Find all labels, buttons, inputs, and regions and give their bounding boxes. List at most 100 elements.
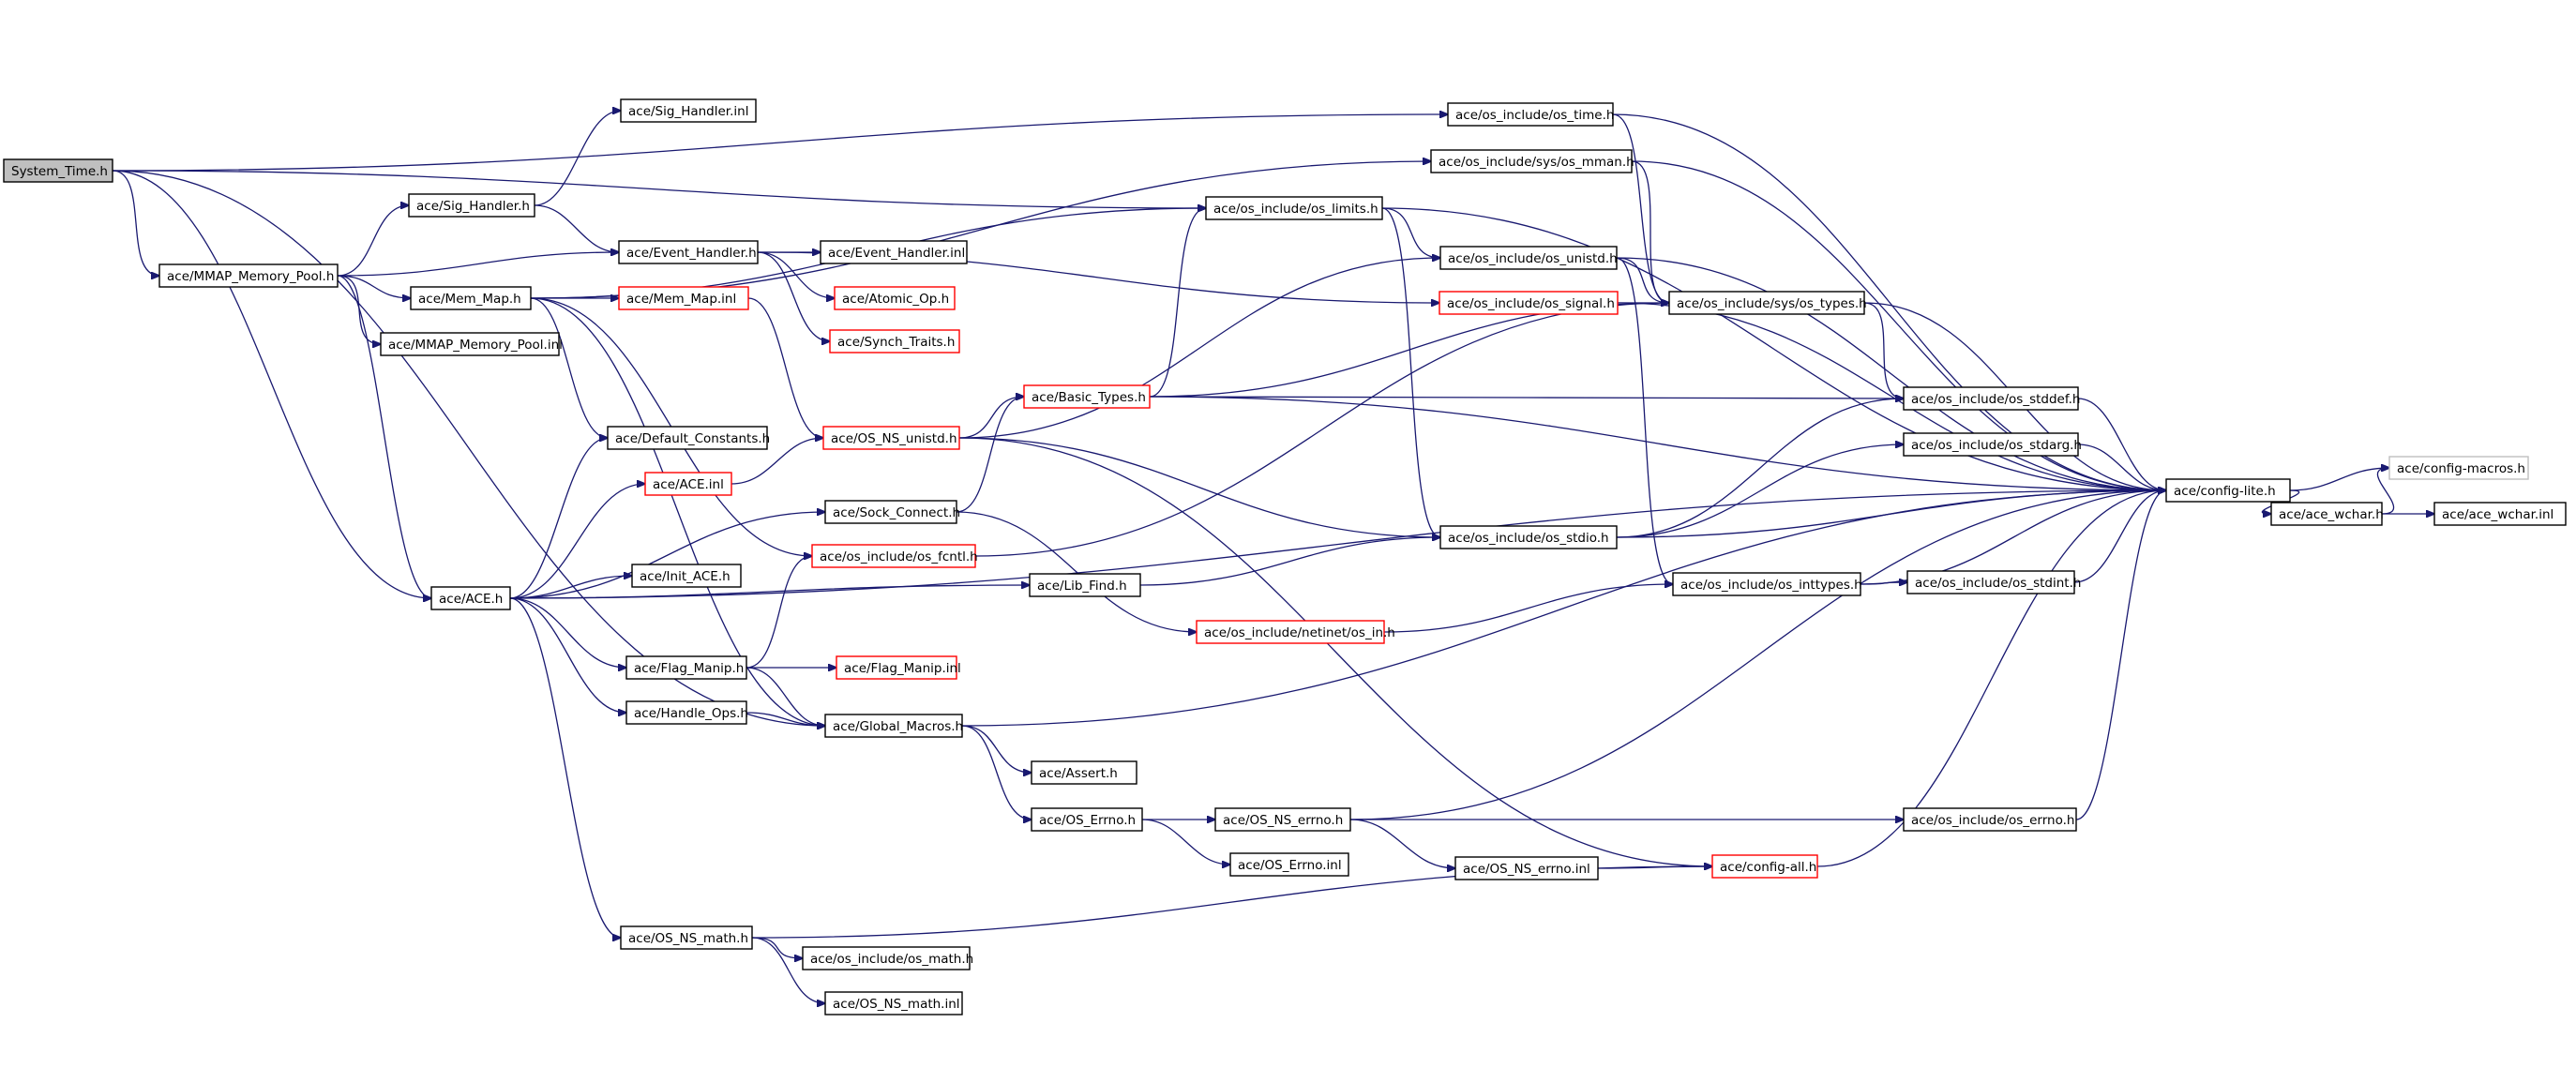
node-config-lite[interactable]: ace/config-lite.h	[2165, 478, 2291, 503]
node-box[interactable]	[158, 263, 339, 288]
node-box[interactable]	[824, 500, 957, 524]
node-box[interactable]	[430, 586, 511, 610]
node-event-handler-inl[interactable]: ace/Event_Handler.inl	[820, 240, 968, 264]
node-box[interactable]	[824, 714, 963, 738]
node-box[interactable]	[380, 332, 560, 356]
node-box[interactable]	[2433, 502, 2567, 526]
node-lib-find[interactable]: ace/Lib_Find.h	[1029, 573, 1141, 597]
node-mem-map-inl[interactable]: ace/Mem_Map.inl	[618, 286, 749, 310]
node-box[interactable]	[625, 655, 747, 680]
node-box[interactable]	[1906, 570, 2075, 594]
node-init-ace[interactable]: ace/Init_ACE.h	[631, 564, 742, 588]
node-os-stdarg[interactable]: ace/os_include/os_stdarg.h	[1903, 432, 2082, 457]
node-ace-wchar[interactable]: ace/ace_wchar.h	[2270, 502, 2384, 526]
node-os-ns-unistd[interactable]: ace/OS_NS_unistd.h	[822, 426, 960, 450]
node-box[interactable]	[618, 286, 749, 310]
node-os-stdint[interactable]: ace/os_include/os_stdint.h	[1906, 570, 2081, 594]
node-box[interactable]	[802, 946, 971, 970]
node-os-ns-math[interactable]: ace/OS_NS_math.h	[620, 925, 753, 950]
node-box[interactable]	[1196, 620, 1385, 644]
node-box[interactable]	[410, 286, 532, 310]
node-ace-wchar-inl[interactable]: ace/ace_wchar.inl	[2433, 502, 2567, 526]
node-box[interactable]	[1903, 432, 2079, 457]
node-system-time[interactable]: System_Time.h	[3, 158, 113, 183]
node-box[interactable]	[822, 426, 960, 450]
node-os-signal[interactable]: ace/os_include/os_signal.h	[1439, 291, 1619, 315]
node-os-errno-inl[interactable]: ace/OS_Errno.inl	[1229, 852, 1349, 877]
node-box[interactable]	[644, 472, 732, 496]
node-handle-ops[interactable]: ace/Handle_Ops.h	[625, 700, 748, 725]
node-mmap-pool[interactable]: ace/MMAP_Memory_Pool.h	[158, 263, 339, 288]
node-box[interactable]	[3, 158, 113, 183]
node-mmap-pool-inl[interactable]: ace/MMAP_Memory_Pool.inl	[380, 332, 563, 356]
node-basic-types[interactable]: ace/Basic_Types.h	[1023, 384, 1151, 409]
node-box[interactable]	[618, 240, 759, 264]
node-box[interactable]	[1430, 149, 1633, 173]
node-box[interactable]	[1668, 291, 1865, 315]
node-box[interactable]	[820, 240, 968, 264]
node-box[interactable]	[625, 700, 747, 725]
node-os-errno-h[interactable]: ace/os_include/os_errno.h	[1903, 807, 2077, 832]
node-sig-handler-inl[interactable]: ace/Sig_Handler.inl	[620, 98, 757, 123]
node-box[interactable]	[620, 98, 757, 123]
node-config-all[interactable]: ace/config-all.h	[1711, 854, 1818, 879]
node-box[interactable]	[1229, 852, 1349, 877]
node-os-fcntl[interactable]: ace/os_include/os_fcntl.h	[811, 544, 978, 568]
node-flag-manip[interactable]: ace/Flag_Manip.h	[625, 655, 747, 680]
node-os-in[interactable]: ace/os_include/netinet/os_in.h	[1196, 620, 1395, 644]
node-box[interactable]	[1029, 573, 1141, 597]
node-box[interactable]	[631, 564, 742, 588]
node-sig-handler[interactable]: ace/Sig_Handler.h	[408, 193, 535, 218]
node-box[interactable]	[1439, 246, 1618, 270]
node-event-handler[interactable]: ace/Event_Handler.h	[618, 240, 759, 264]
node-os-stdio[interactable]: ace/os_include/os_stdio.h	[1439, 525, 1618, 549]
node-box[interactable]	[1903, 807, 2077, 832]
node-box[interactable]	[620, 925, 753, 950]
node-box[interactable]	[1205, 196, 1383, 220]
node-box[interactable]	[408, 193, 535, 218]
node-atomic-op[interactable]: ace/Atomic_Op.h	[834, 286, 956, 310]
node-os-math[interactable]: ace/os_include/os_math.h	[802, 946, 973, 970]
node-box[interactable]	[1031, 760, 1137, 785]
node-ace-h[interactable]: ace/ACE.h	[430, 586, 511, 610]
node-assert-h[interactable]: ace/Assert.h	[1031, 760, 1137, 785]
node-box[interactable]	[1439, 291, 1619, 315]
node-os-inttypes[interactable]: ace/os_include/os_inttypes.h	[1672, 572, 1862, 596]
node-os-ns-errno-inl[interactable]: ace/OS_NS_errno.inl	[1454, 856, 1599, 880]
node-flag-manip-inl[interactable]: ace/Flag_Manip.inl	[836, 655, 961, 680]
node-os-mman[interactable]: ace/os_include/sys/os_mman.h	[1430, 149, 1634, 173]
node-synch-traits[interactable]: ace/Synch_Traits.h	[829, 329, 960, 353]
node-os-errno[interactable]: ace/OS_Errno.h	[1031, 807, 1143, 832]
node-box[interactable]	[1031, 807, 1143, 832]
node-box[interactable]	[2388, 456, 2529, 480]
node-box[interactable]	[834, 286, 956, 310]
node-box[interactable]	[1439, 525, 1618, 549]
node-os-limits[interactable]: ace/os_include/os_limits.h	[1205, 196, 1383, 220]
node-box[interactable]	[836, 655, 957, 680]
node-os-time[interactable]: ace/os_include/os_time.h	[1447, 102, 1614, 127]
node-box[interactable]	[1711, 854, 1818, 879]
node-sock-connect[interactable]: ace/Sock_Connect.h	[824, 500, 960, 524]
node-box[interactable]	[1214, 807, 1351, 832]
node-box[interactable]	[2165, 478, 2291, 503]
node-box[interactable]	[811, 544, 976, 568]
node-os-types[interactable]: ace/os_include/sys/os_types.h	[1668, 291, 1867, 315]
node-box[interactable]	[824, 991, 963, 1015]
node-box[interactable]	[1454, 856, 1599, 880]
node-default-constants[interactable]: ace/Default_Constants.h	[607, 426, 770, 450]
node-box[interactable]	[1903, 386, 2079, 411]
node-box[interactable]	[1023, 384, 1151, 409]
node-os-ns-math-inl[interactable]: ace/OS_NS_math.inl	[824, 991, 963, 1015]
node-os-stddef[interactable]: ace/os_include/os_stddef.h	[1903, 386, 2080, 411]
node-config-macros[interactable]: ace/config-macros.h	[2388, 456, 2529, 480]
node-mem-map[interactable]: ace/Mem_Map.h	[410, 286, 532, 310]
node-box[interactable]	[1672, 572, 1861, 596]
node-box[interactable]	[829, 329, 960, 353]
node-global-macros[interactable]: ace/Global_Macros.h	[824, 714, 963, 738]
node-os-ns-errno[interactable]: ace/OS_NS_errno.h	[1214, 807, 1351, 832]
node-ace-inl[interactable]: ace/ACE.inl	[644, 472, 732, 496]
node-box[interactable]	[2270, 502, 2383, 526]
node-os-unistd[interactable]: ace/os_include/os_unistd.h	[1439, 246, 1618, 270]
node-box[interactable]	[607, 426, 768, 450]
node-box[interactable]	[1447, 102, 1614, 127]
